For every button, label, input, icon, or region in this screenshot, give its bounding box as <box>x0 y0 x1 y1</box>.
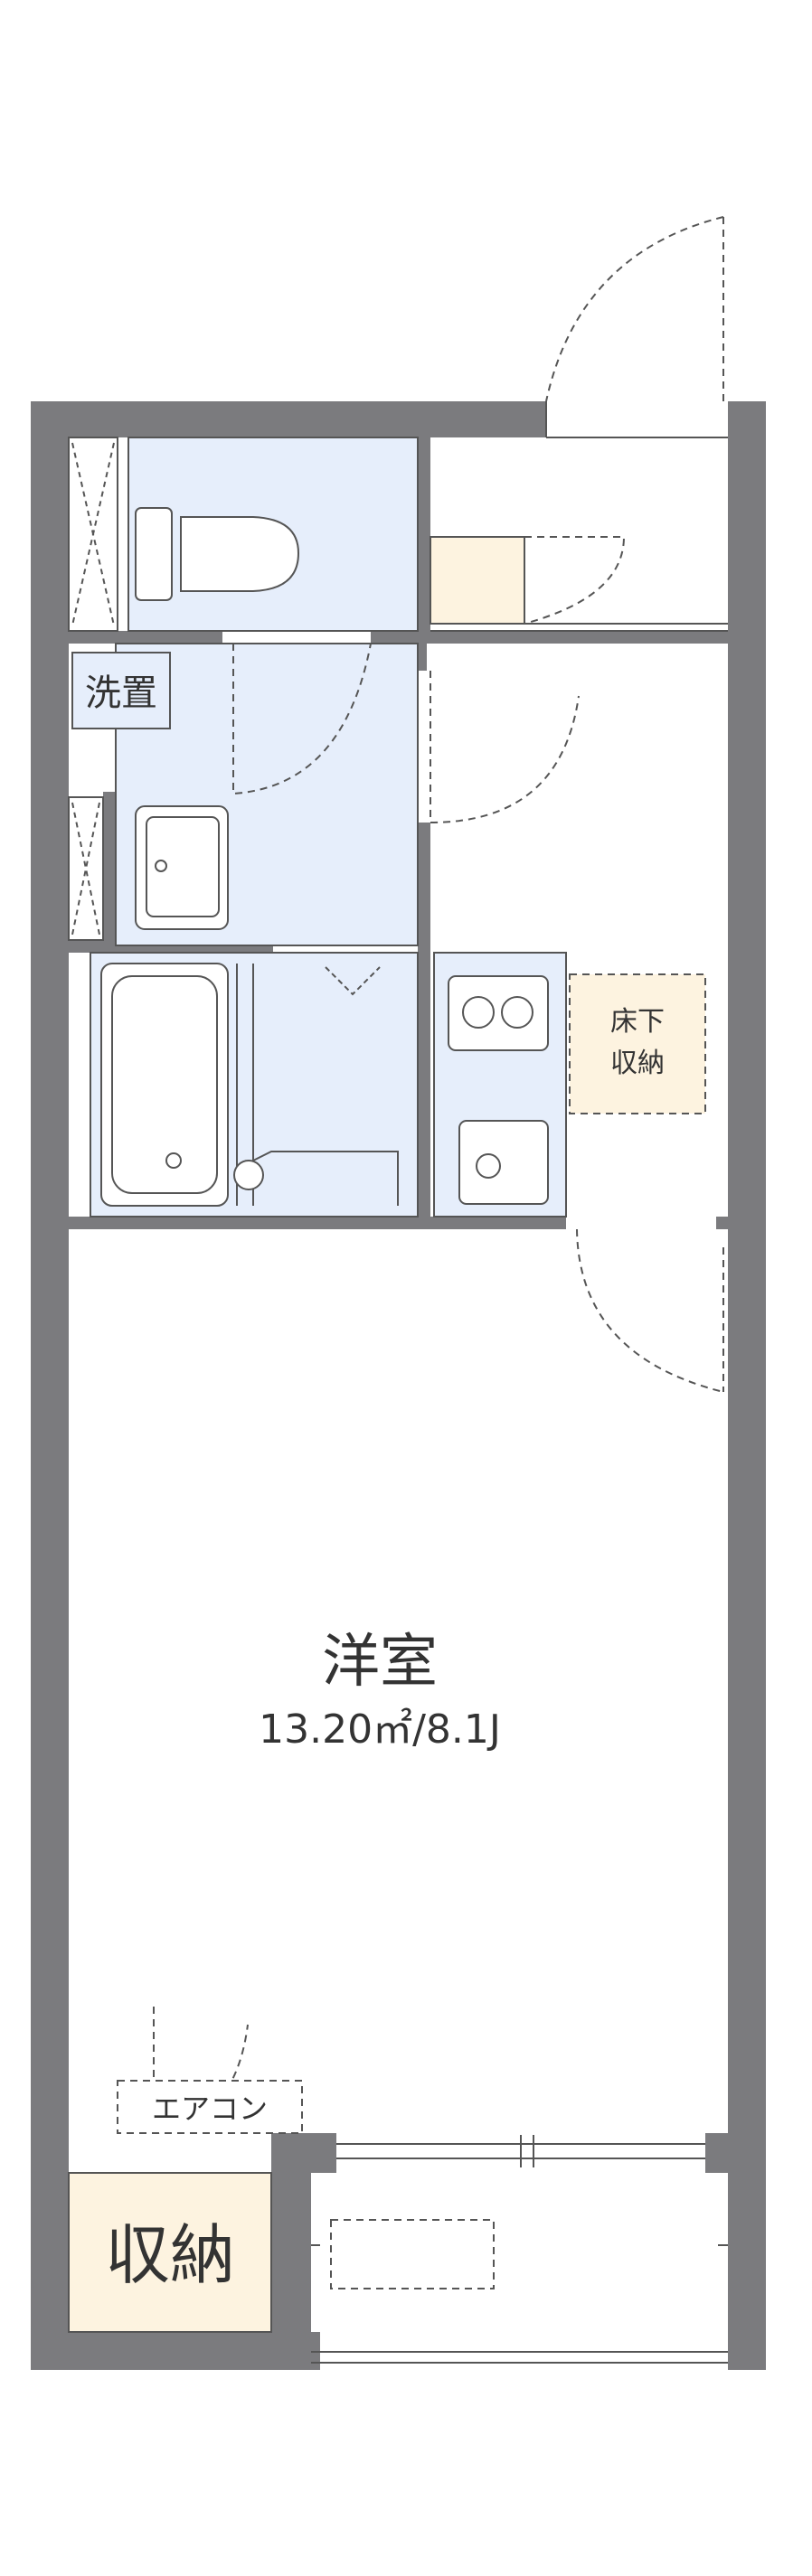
shelf-strip-mid <box>68 796 104 941</box>
wash-basin-drain <box>155 860 167 872</box>
wall-entry-divider <box>430 631 729 644</box>
shelf-strip-mid-x2 <box>71 802 100 935</box>
washroom-label: 洗置 <box>85 672 157 714</box>
wall-right <box>728 401 766 2370</box>
shoe-cabinet-door <box>524 536 626 625</box>
balcony <box>311 2135 728 2364</box>
washroom-label-box <box>71 652 171 729</box>
underfloor-storage <box>569 973 706 1114</box>
aircon-label: エアコン <box>152 2092 268 2126</box>
shelf-strip-top-x2 <box>71 442 115 626</box>
wall-toilet-bottom-right <box>371 631 430 644</box>
interior-walls <box>69 437 729 1229</box>
wash-basin-inner <box>146 816 220 917</box>
stove-burner-left <box>462 996 495 1029</box>
bath-step <box>252 1151 399 1206</box>
bathtub-inner <box>111 975 218 1194</box>
toilet-door <box>232 643 372 795</box>
kitchen-sink-drain <box>476 1153 501 1179</box>
entrance-door-swing <box>545 216 724 402</box>
aircon-box <box>117 2080 303 2134</box>
wall-wash-right-upper <box>418 644 427 671</box>
wall-left <box>31 401 69 2370</box>
shelf-strips <box>68 437 118 941</box>
wall-kitchen-stub-right <box>716 1217 729 1229</box>
wall-kitchen-bottom <box>430 1217 566 1229</box>
entrance <box>430 216 728 632</box>
outdoor-unit <box>330 2219 495 2289</box>
bathtub-drain <box>165 1152 182 1169</box>
stove-burner-right <box>501 996 533 1029</box>
wall-balcony-stub-right <box>705 2133 766 2173</box>
shoe-cabinet <box>430 536 525 625</box>
shelf-strip-mid-x1 <box>71 802 100 935</box>
wall-wash-right-lower <box>418 823 430 1229</box>
main-room-label: 洋室 <box>322 1629 438 1696</box>
wall-top <box>31 401 546 437</box>
wash-door <box>430 671 580 824</box>
room-door <box>576 1228 724 1393</box>
toilet-bowl <box>180 516 300 592</box>
fixtures <box>100 507 549 1207</box>
wall-wash-left-post <box>103 792 116 945</box>
wall-toilet-right <box>418 437 430 631</box>
closet-label: 収納 <box>105 2217 235 2293</box>
underfloor-storage-label-line2: 収納 <box>610 1048 665 1079</box>
main-room-area: 13.20㎡/8.1J <box>259 1706 501 1753</box>
wall-bath-bottom <box>69 1217 430 1229</box>
bath-vent <box>325 966 381 996</box>
bathtub <box>100 963 229 1207</box>
bath-faucet <box>233 1160 264 1190</box>
kitchen-sink <box>458 1120 549 1205</box>
wall-balcony-stub-left <box>271 2133 336 2173</box>
stove <box>448 975 549 1051</box>
wall-toilet-bottom-left <box>69 631 222 644</box>
wash-basin <box>135 805 229 930</box>
closet <box>68 2172 272 2333</box>
underfloor-storage-label-line1: 床下 <box>610 1006 665 1038</box>
toilet-tank <box>135 507 173 601</box>
exterior-walls <box>31 401 766 2370</box>
